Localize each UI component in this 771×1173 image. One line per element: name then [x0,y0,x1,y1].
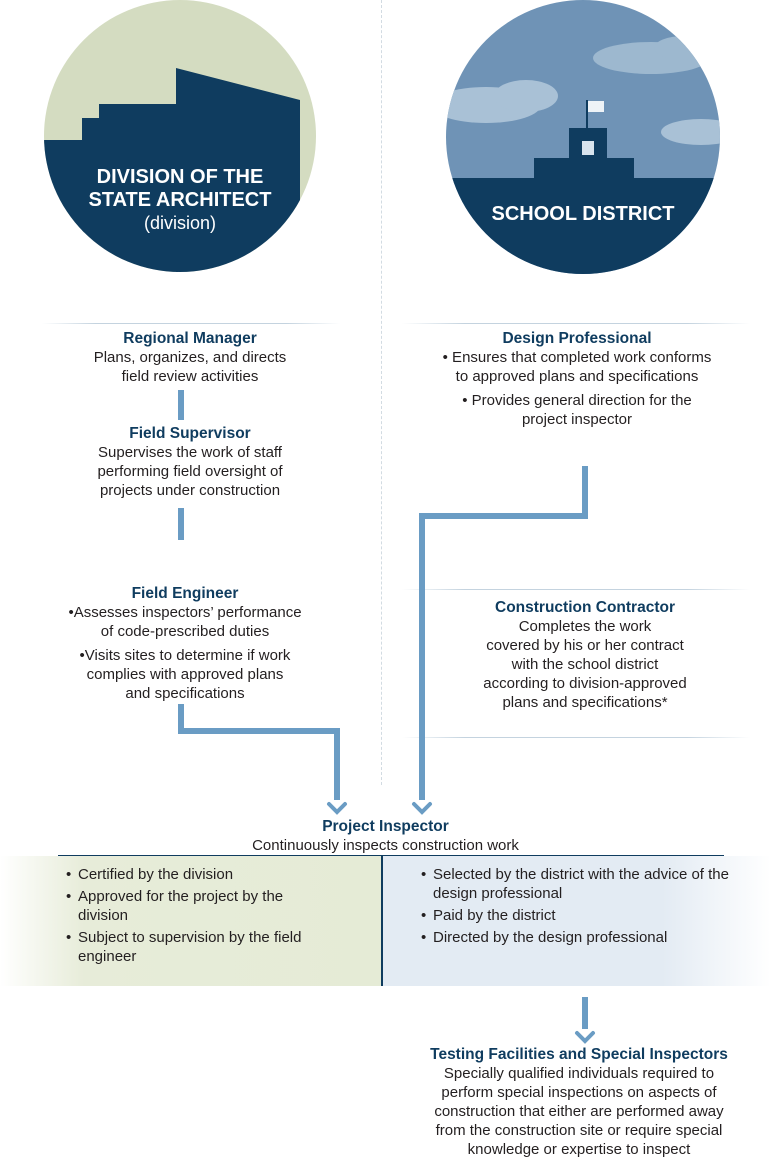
field-supervisor-box: Field Supervisor Supervises the work of … [40,425,340,500]
district-requirement-item: Directed by the design professional [421,928,741,947]
testing-desc-1: Specially qualified individuals required… [443,1065,715,1082]
design-professional-b2-2: project inspector [521,411,633,428]
regional-manager-desc-1: Plans, organizes, and directs [93,349,287,366]
construction-contractor-desc-1: Completes the work [518,618,652,635]
project-inspector-divider [58,855,724,856]
division-emblem: DIVISION OF THE STATE ARCHITECT (divisio… [44,0,316,272]
separator-right-bottom [402,737,750,738]
project-inspector-title: Project Inspector [322,818,449,835]
division-name-line2: STATE ARCHITECT [88,189,272,211]
field-supervisor-title: Field Supervisor [129,425,251,442]
design-professional-b1-1: • Ensures that completed work conforms [442,349,712,366]
testing-desc-3: construction that either are performed a… [434,1103,724,1120]
design-professional-b1-2: to approved plans and specifications [455,368,699,385]
field-engineer-b2-2: complies with approved plans [86,666,284,683]
school-district-name: SCHOOL DISTRICT [491,203,675,225]
project-inspector-header: Project Inspector Continuously inspects … [0,818,771,855]
district-requirement-item: Paid by the district [421,906,741,925]
district-requirements-panel: Selected by the district with the advice… [383,856,771,986]
regional-manager-title: Regional Manager [123,330,257,347]
center-divider [381,0,382,785]
school-district-emblem: SCHOOL DISTRICT [446,0,720,274]
field-supervisor-desc-1: Supervises the work of staff [98,444,282,461]
construction-contractor-desc-3: with the school district [511,656,659,673]
design-professional-title: Design Professional [502,330,652,347]
field-engineer-b2-1: •Visits sites to determine if work [79,647,291,664]
division-requirements-list: Certified by the division Approved for t… [66,865,336,969]
field-supervisor-desc-3: projects under construction [99,482,281,499]
construction-contractor-desc-4: according to division-approved [483,675,687,692]
testing-desc-4: from the construction site or require sp… [435,1122,723,1139]
construction-contractor-desc-5: plans and specifications* [502,694,668,711]
testing-facilities-title: Testing Facilities and Special Inspector… [430,1046,728,1063]
design-professional-box: Design Professional • Ensures that compl… [396,330,758,429]
testing-desc-2: perform special inspections on aspects o… [441,1084,717,1101]
project-inspector-subtitle: Continuously inspects construction work [252,837,519,854]
field-engineer-b1-1: •Assesses inspectors’ performance [68,604,302,621]
division-abbr: (division) [143,213,217,233]
construction-contractor-desc-2: covered by his or her contract [486,637,684,654]
division-requirements-panel: Certified by the division Approved for t… [0,856,381,986]
construction-contractor-box: Construction Contractor Completes the wo… [440,599,730,712]
testing-facilities-box: Testing Facilities and Special Inspector… [392,1046,766,1159]
testing-desc-5: knowledge or expertise to inspect [467,1141,691,1158]
design-professional-b2-1: • Provides general direction for the [462,392,692,409]
field-supervisor-desc-2: performing field oversight of [97,463,283,480]
division-name-line1: DIVISION OF THE [96,166,264,188]
construction-contractor-title: Construction Contractor [495,599,675,616]
division-requirement-item: Approved for the project by the division [66,887,336,925]
panel-divider [381,856,383,986]
field-engineer-title: Field Engineer [131,585,239,602]
separator-right-top [402,323,750,324]
field-engineer-box: Field Engineer •Assesses inspectors’ per… [28,585,342,703]
field-engineer-b1-2: of code-prescribed duties [100,623,270,640]
regional-manager-desc-2: field review activities [121,368,259,385]
field-engineer-b2-3: and specifications [125,685,245,702]
division-requirement-item: Subject to supervision by the field engi… [66,928,336,966]
separator-left-top [42,323,340,324]
district-requirements-list: Selected by the district with the advice… [421,865,741,950]
district-requirement-item: Selected by the district with the advice… [421,865,741,903]
separator-right-mid [402,589,750,590]
division-requirement-item: Certified by the division [66,865,336,884]
regional-manager-box: Regional Manager Plans, organizes, and d… [40,330,340,386]
